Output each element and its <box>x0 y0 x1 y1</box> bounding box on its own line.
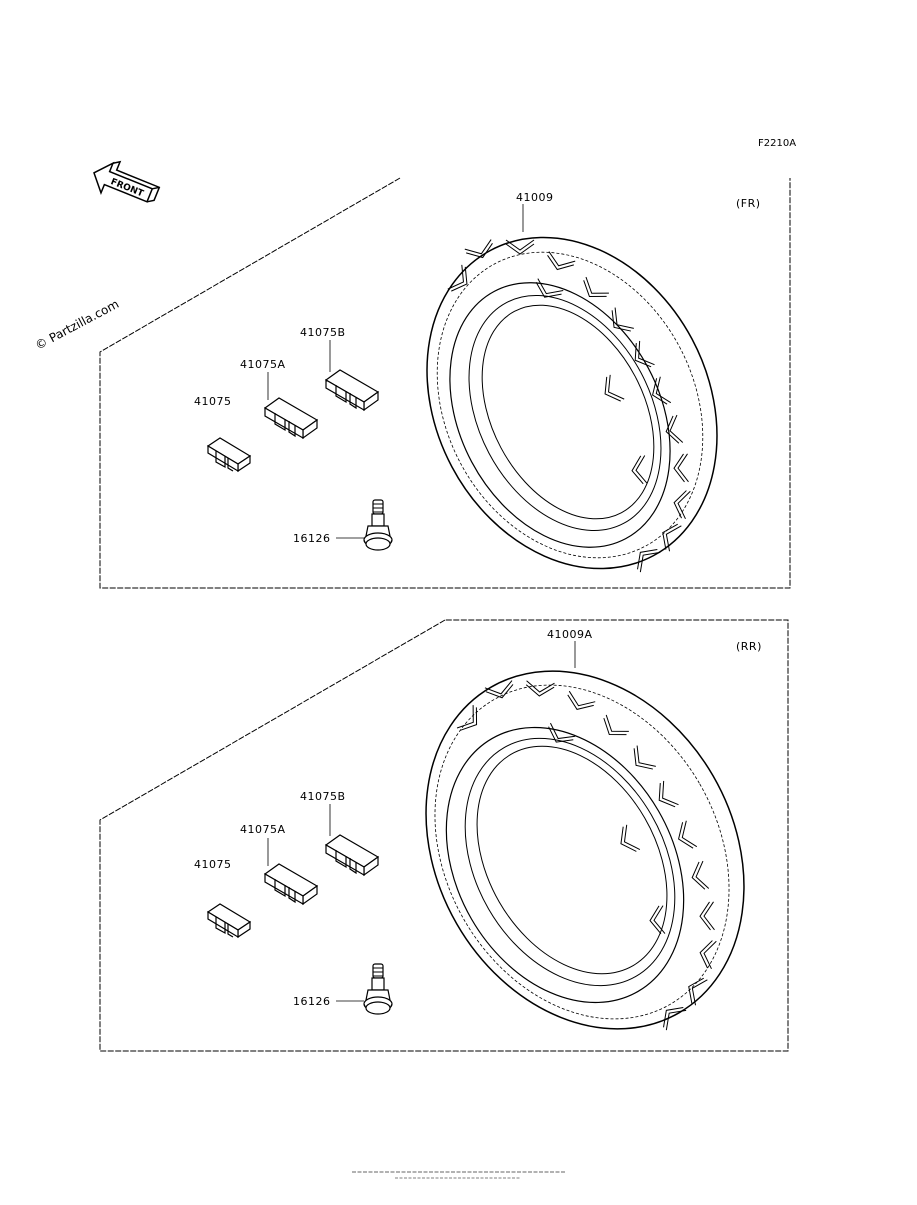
rear-tire-part-label: 41009A <box>547 628 593 641</box>
panel-front: (FR) <box>99 177 791 589</box>
front-tire-icon <box>426 236 718 573</box>
panel-rear-frame <box>99 619 789 1052</box>
front-weight-41075a-label: 41075A <box>240 358 286 371</box>
front-weight-41075a-icon <box>264 397 318 439</box>
front-arrow-icon: FRONT <box>93 160 161 203</box>
panel-rear-section: (RR) <box>736 640 762 653</box>
panel-rear: (RR) <box>99 619 789 1052</box>
rear-weight-41075-label: 41075 <box>194 858 232 871</box>
panel-front-frame <box>99 177 791 589</box>
front-tire-part-label: 41009 <box>516 191 554 204</box>
rear-valve-icon <box>363 963 393 1015</box>
figure-code: F2210A <box>758 138 796 149</box>
footer-fine-print <box>352 1171 566 1179</box>
watermark: © Partzilla.com <box>33 297 121 353</box>
front-weight-41075b-icon <box>325 369 379 411</box>
front-weight-41075-icon <box>207 437 251 472</box>
rear-weight-41075-icon <box>207 903 251 938</box>
front-weight-41075b-label: 41075B <box>300 326 346 339</box>
rear-weight-41075b-icon <box>325 834 379 876</box>
panel-front-section: (FR) <box>736 197 761 210</box>
rear-tire-icon <box>425 670 745 1031</box>
front-valve-part-label: 16126 <box>293 532 331 545</box>
rear-weight-41075b-label: 41075B <box>300 790 346 803</box>
front-weight-41075-label: 41075 <box>194 395 232 408</box>
rear-valve-part-label: 16126 <box>293 995 331 1008</box>
front-valve-icon <box>363 499 393 551</box>
rear-weight-41075a-icon <box>264 863 318 905</box>
rear-weight-41075a-label: 41075A <box>240 823 286 836</box>
